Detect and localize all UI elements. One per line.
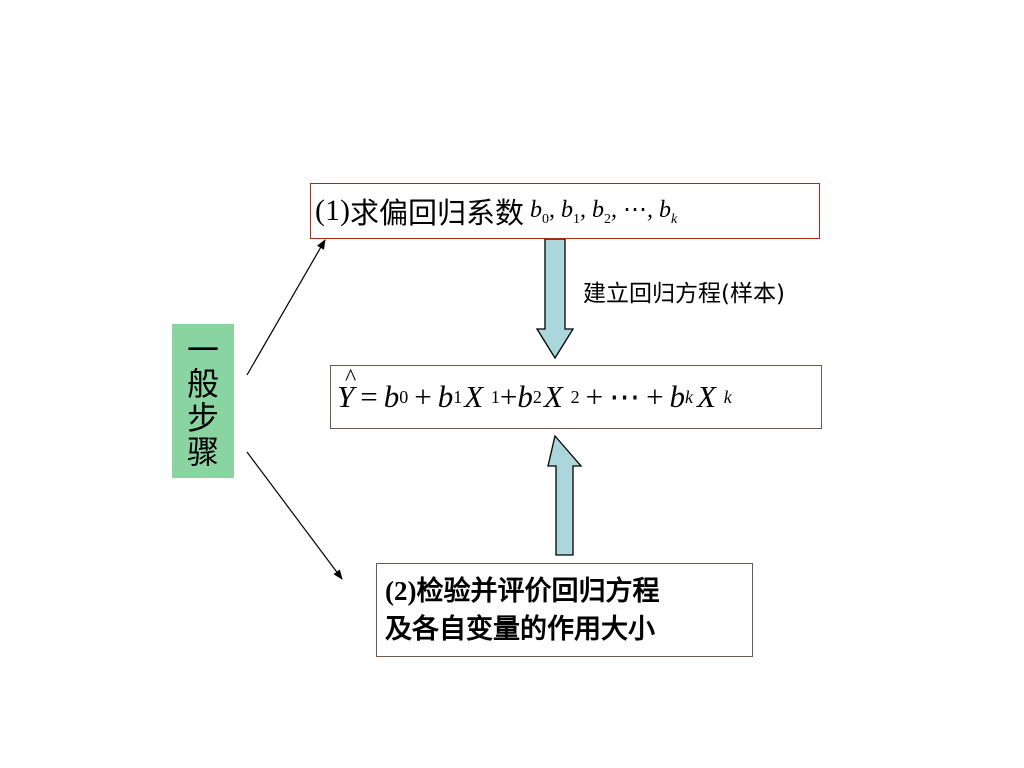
step1-prefix: (1)	[315, 194, 350, 227]
general-steps-label: 一 般 步 骤	[172, 324, 234, 478]
coef-base: b	[530, 196, 542, 223]
down-arrow	[535, 238, 575, 360]
coef-sub: k	[671, 211, 678, 227]
coef-sub: 2	[604, 211, 611, 227]
coef-sub: 1	[573, 211, 580, 227]
term-x: X	[543, 379, 563, 414]
coef-base: b	[561, 196, 573, 223]
step1-box: (1) 求偏回归系数 b0, b1, b2, ⋯, bk	[310, 183, 820, 239]
plus-sign: +	[414, 379, 432, 414]
connector-to-step1	[246, 239, 326, 376]
step2-line1: (2)检验并评价回归方程	[385, 572, 744, 611]
coef-ellipsis: ⋯	[623, 196, 647, 223]
term-b: b	[383, 379, 400, 414]
term-b: b	[437, 379, 454, 414]
coef-base: b	[659, 196, 671, 223]
step2-prefix: (2)	[385, 576, 417, 606]
term-sub: k	[723, 386, 732, 407]
term-sub: 1	[453, 386, 463, 407]
coef-sub: 0	[542, 211, 549, 227]
step2-line2: 及各自变量的作用大小	[385, 614, 655, 645]
term-sub: 0	[399, 386, 409, 407]
side-label-char: 一	[186, 331, 219, 369]
y-symbol: Y	[337, 379, 355, 414]
term-b: b	[517, 379, 533, 414]
side-label-char: 般	[186, 365, 219, 403]
up-arrow	[547, 434, 583, 556]
term-sub: 1	[490, 386, 500, 407]
term-x: X	[464, 379, 484, 414]
plus-sign: +	[646, 379, 664, 414]
y-hat: Y ^	[337, 365, 356, 415]
term-sub: 2	[570, 386, 580, 407]
plus-sign: +	[585, 379, 604, 414]
term-x: X	[697, 379, 716, 414]
coef-sep: ,	[611, 196, 617, 223]
coef-sep: ,	[549, 196, 555, 223]
coef-sep: ,	[580, 196, 586, 223]
plus-sign: +	[499, 379, 518, 414]
ellipsis: ⋯	[609, 379, 641, 414]
coef-sep: ,	[647, 196, 653, 223]
coefficient-list: b0, b1, b2, ⋯, bk	[530, 195, 677, 228]
term-sub: 2	[532, 386, 542, 407]
coef-base: b	[592, 196, 604, 223]
side-label-char: 骤	[186, 433, 219, 471]
step2-line1-text: 检验并评价回归方程	[416, 576, 660, 607]
equals-sign: =	[360, 379, 378, 414]
hat-symbol: ^	[345, 365, 357, 391]
arrow-note: 建立回归方程(样本)	[583, 281, 785, 307]
connector-to-step2	[246, 451, 343, 580]
step1-text: 求偏回归系数	[349, 196, 524, 230]
term-sub: k	[685, 386, 694, 407]
term-b: b	[669, 379, 686, 414]
step2-box: (2)检验并评价回归方程 及各自变量的作用大小	[376, 563, 753, 657]
side-label-char: 步	[186, 399, 219, 437]
